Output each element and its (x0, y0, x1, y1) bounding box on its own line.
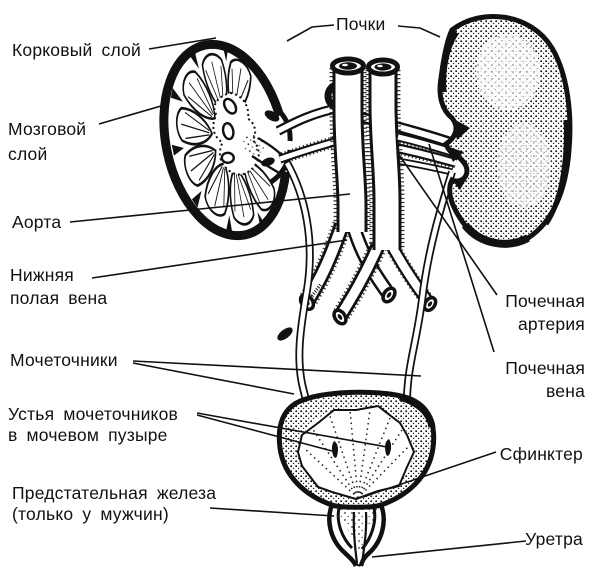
left-kidney-section (159, 39, 306, 241)
leader-lines (69, 24, 527, 558)
label-aorta: Аорта (12, 212, 62, 232)
ureter-opening-right (385, 439, 392, 456)
label-kidneys: Почки (336, 14, 386, 34)
leader-poch-vena (428, 143, 495, 353)
inferior-vena-cava (329, 56, 371, 232)
left-ureter (283, 161, 314, 401)
label-ureter-openings: Устья мочеточников в мочевом пузыре (8, 404, 179, 445)
ureter-opening-left (331, 441, 338, 458)
leader-korkovy (148, 37, 217, 50)
urethra (352, 511, 368, 567)
leader-mozgovoy (98, 103, 169, 125)
leader-aorta (69, 193, 351, 223)
leader-mochetochniki-1 (132, 360, 422, 377)
right-ureter (403, 170, 456, 398)
label-renal-vein: Почечная вена (505, 358, 585, 401)
label-sphincter: Сфинктер (499, 444, 583, 464)
right-kidney (437, 13, 573, 248)
leader-ustya-2 (196, 414, 333, 452)
label-prostate: Предстательная железа (только у мужчин) (12, 483, 217, 524)
label-cortical-layer: Корковый слой (12, 40, 142, 60)
leader-pochki-left (286, 24, 335, 42)
label-ureters: Мочеточники (10, 350, 118, 370)
label-urethra: Уретра (525, 529, 583, 549)
leader-mochetochniki-2 (132, 362, 295, 395)
iliac-vessels (298, 221, 438, 326)
label-renal-artery: Почечная артерия (505, 291, 585, 334)
renal-vessels (275, 80, 458, 176)
leader-uretra (371, 540, 527, 558)
bladder (276, 389, 437, 510)
ureter-vessel-crossing (277, 327, 293, 341)
leader-poch-arteria (396, 151, 498, 296)
leader-ustya-1 (196, 412, 388, 448)
leader-sfinkter (362, 451, 497, 498)
label-medullary-layer: Мозговой слой (8, 119, 87, 164)
leader-polaya-vena (91, 239, 348, 279)
leader-pochki-right (397, 25, 441, 38)
label-inferior-vena-cava: Нижняя полая вена (10, 265, 108, 308)
leader-prostata (209, 507, 335, 517)
